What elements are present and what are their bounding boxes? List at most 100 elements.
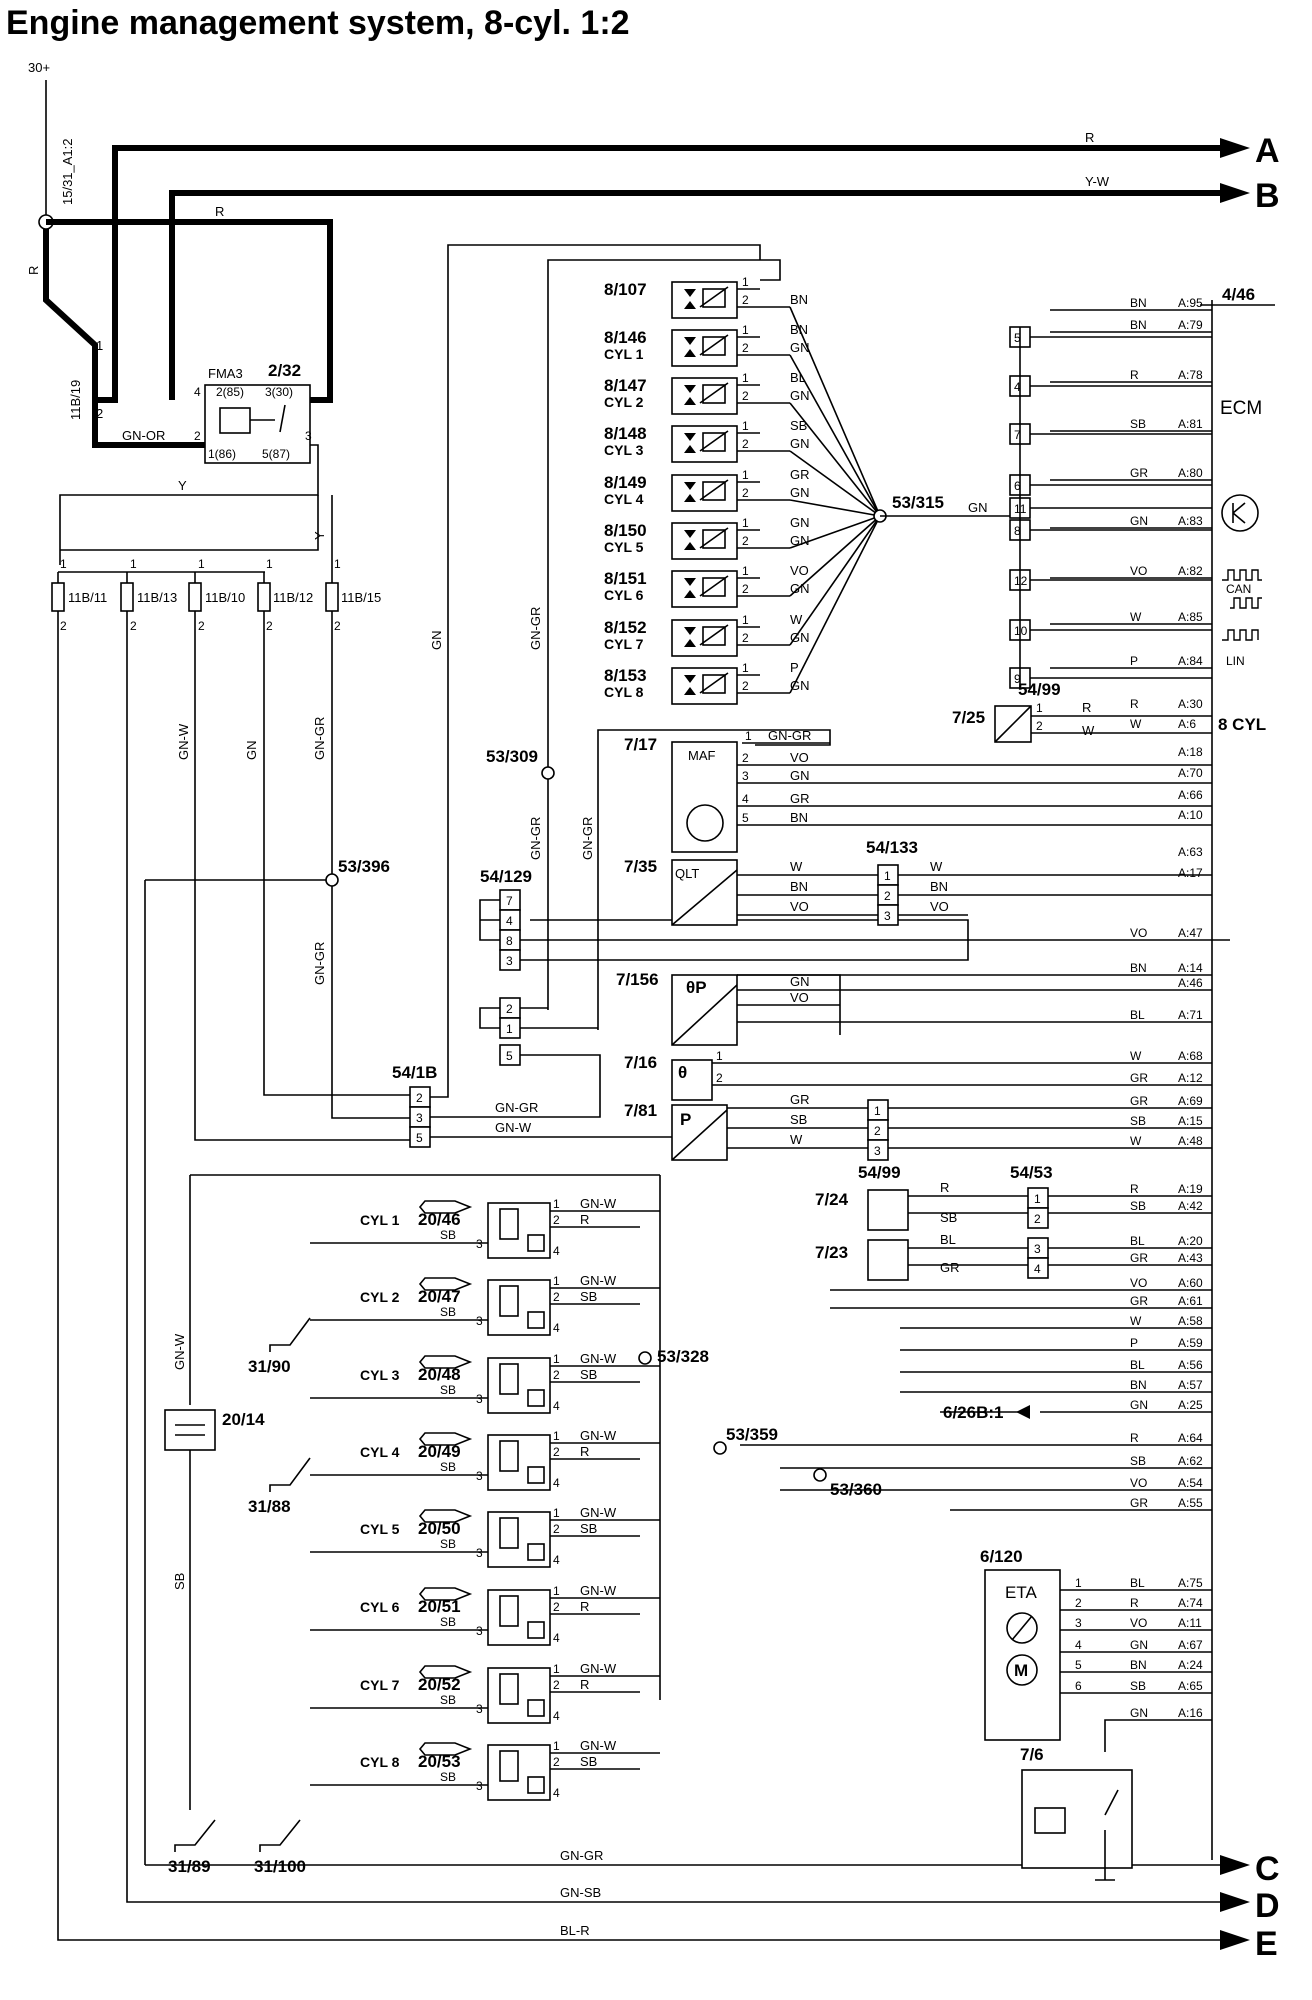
svg-text:1: 1 (742, 419, 749, 433)
svg-text:11B/12: 11B/12 (273, 590, 313, 605)
connector-54-129: 54/129 7 4 8 3 2 1 5 (479, 867, 1230, 1066)
svg-text:1: 1 (745, 729, 752, 743)
svg-text:BN: BN (790, 810, 808, 825)
svg-text:4: 4 (553, 1786, 560, 1800)
ecm-pin-wire: R (1130, 1182, 1139, 1196)
svg-text:SB: SB (940, 1210, 957, 1225)
svg-text:1: 1 (874, 1104, 881, 1118)
ecm-pin-id: A:17 (1178, 866, 1203, 880)
coil-wire-2: R (580, 1444, 589, 1459)
ecm-pin-id: A:25 (1178, 1398, 1203, 1412)
ecm-pin-id: A:55 (1178, 1496, 1203, 1510)
injector-wire-1: VO (790, 563, 809, 578)
svg-text:P: P (680, 1110, 691, 1129)
svg-text:W: W (930, 859, 943, 874)
fuse-row: 12 11B/11 12 11B/13 12 11B/10 12 11B/12 … (51, 557, 381, 633)
ecm-pin-wire: W (1130, 610, 1142, 624)
ecm-pin-id: A:43 (1178, 1251, 1203, 1265)
svg-text:BL: BL (940, 1232, 956, 1247)
svg-text:3: 3 (476, 1546, 483, 1560)
injector-cyl: CYL 7 (604, 636, 644, 652)
ecm-pin-id: A:60 (1178, 1276, 1203, 1290)
fuse-11b-10: 12 11B/10 (188, 557, 245, 633)
coil-gnd: SB (440, 1305, 456, 1319)
svg-text:GN-GR: GN-GR (768, 728, 811, 743)
ecm-pin-id: A:84 (1178, 654, 1203, 668)
ecm-pin-id: A:48 (1178, 1134, 1203, 1148)
svg-text:54/133: 54/133 (866, 838, 918, 857)
ecm-pin-id: A:15 (1178, 1114, 1203, 1128)
ecm-pin: A:84P (1130, 654, 1203, 668)
ecm-pin-id: A:11 (1178, 1616, 1202, 1630)
injector-wire-1: BN (790, 322, 808, 337)
ecm-pin-wire: GR (1130, 1294, 1148, 1308)
svg-text:GN: GN (790, 974, 810, 989)
ecm-module: 4/46 ECM CAN CAN LIN 8 CYL (1200, 285, 1275, 1860)
svg-text:2: 2 (742, 582, 749, 596)
ecm-pin: A:68W (1130, 1049, 1203, 1063)
ecm-pin: A:58W (1130, 1314, 1203, 1328)
coil-cyl: CYL 7 (360, 1677, 400, 1693)
sensor-7-25: 7/25 54/99 1 2 R W (952, 680, 1212, 743)
svg-text:4: 4 (553, 1321, 560, 1335)
ecm-pin: A:46 (1178, 976, 1203, 990)
ecm-pin-id: A:71 (1178, 1008, 1203, 1022)
coil-id: 20/53 (418, 1752, 461, 1771)
svg-text:VO: VO (930, 899, 949, 914)
wire-gn-gr-717: GN-GR (580, 817, 595, 860)
coil-gnd: SB (440, 1537, 456, 1551)
ecm-pin-id: A:70 (1178, 766, 1203, 780)
svg-text:11B/13: 11B/13 (137, 590, 177, 605)
ecm-pin-id: A:42 (1178, 1199, 1203, 1213)
svg-text:1: 1 (742, 516, 749, 530)
svg-text:2: 2 (553, 1600, 560, 1614)
coil-wire-2: SB (580, 1289, 597, 1304)
svg-text:2: 2 (553, 1213, 560, 1227)
injector-id: 8/153 (604, 666, 647, 685)
wire-gn-315: GN (968, 500, 988, 515)
svg-text:1: 1 (506, 1022, 513, 1036)
wire-gn-v: GN (244, 741, 259, 761)
ecm-pin-id: A:58 (1178, 1314, 1203, 1328)
ecm-pin-wire: W (1130, 717, 1142, 731)
ecm-pin: A:74R (1130, 1596, 1203, 1610)
svg-text:2: 2 (1075, 1596, 1082, 1610)
ecm-pin-wire: BN (1130, 961, 1147, 975)
wire-label-b: Y-W (1085, 174, 1110, 189)
svg-text:GR: GR (790, 1092, 810, 1107)
svg-text:2: 2 (130, 619, 137, 633)
ecm-pin-labels: A:95BNA:79BNA:78RA:81SBA:80GRA:83GNA:82V… (1050, 296, 1212, 1720)
connector-54-53: 54/53 1 2 3 4 (1010, 1163, 1212, 1279)
ecm-pin: A:17 (1178, 866, 1203, 880)
svg-text:3: 3 (476, 1314, 483, 1328)
coil-id: 20/52 (418, 1675, 461, 1694)
svg-text:2: 2 (194, 429, 201, 443)
ecm-pin: A:63 (1178, 845, 1203, 859)
relay-2-32: FMA3 2/32 4 2(85) 3(30) 1(86) 5(87) 2 3 (194, 361, 312, 464)
injector-id: 8/148 (604, 424, 647, 443)
ecm-pin-wire: GN (1130, 1398, 1148, 1412)
ecm-pin-id: A:30 (1178, 697, 1203, 711)
ecm-pin-wire: R (1130, 368, 1139, 382)
ecm-pin: A:18 (1178, 745, 1203, 759)
svg-text:GN-W: GN-W (172, 1333, 187, 1370)
ecm-pin-wire: W (1130, 1049, 1142, 1063)
ecm-pin-wire: SB (1130, 1114, 1146, 1128)
svg-text:11B/10: 11B/10 (205, 590, 245, 605)
svg-text:7: 7 (506, 894, 513, 908)
lin-signal-icon (1222, 629, 1259, 641)
coil-wire-1: GN-W (580, 1351, 617, 1366)
svg-text:1: 1 (742, 661, 749, 675)
coil-gnd: SB (440, 1383, 456, 1397)
svg-text:11B/11: 11B/11 (68, 590, 107, 605)
svg-text:31/90: 31/90 (248, 1357, 291, 1376)
splice-53-315: 53/315 (892, 493, 944, 512)
